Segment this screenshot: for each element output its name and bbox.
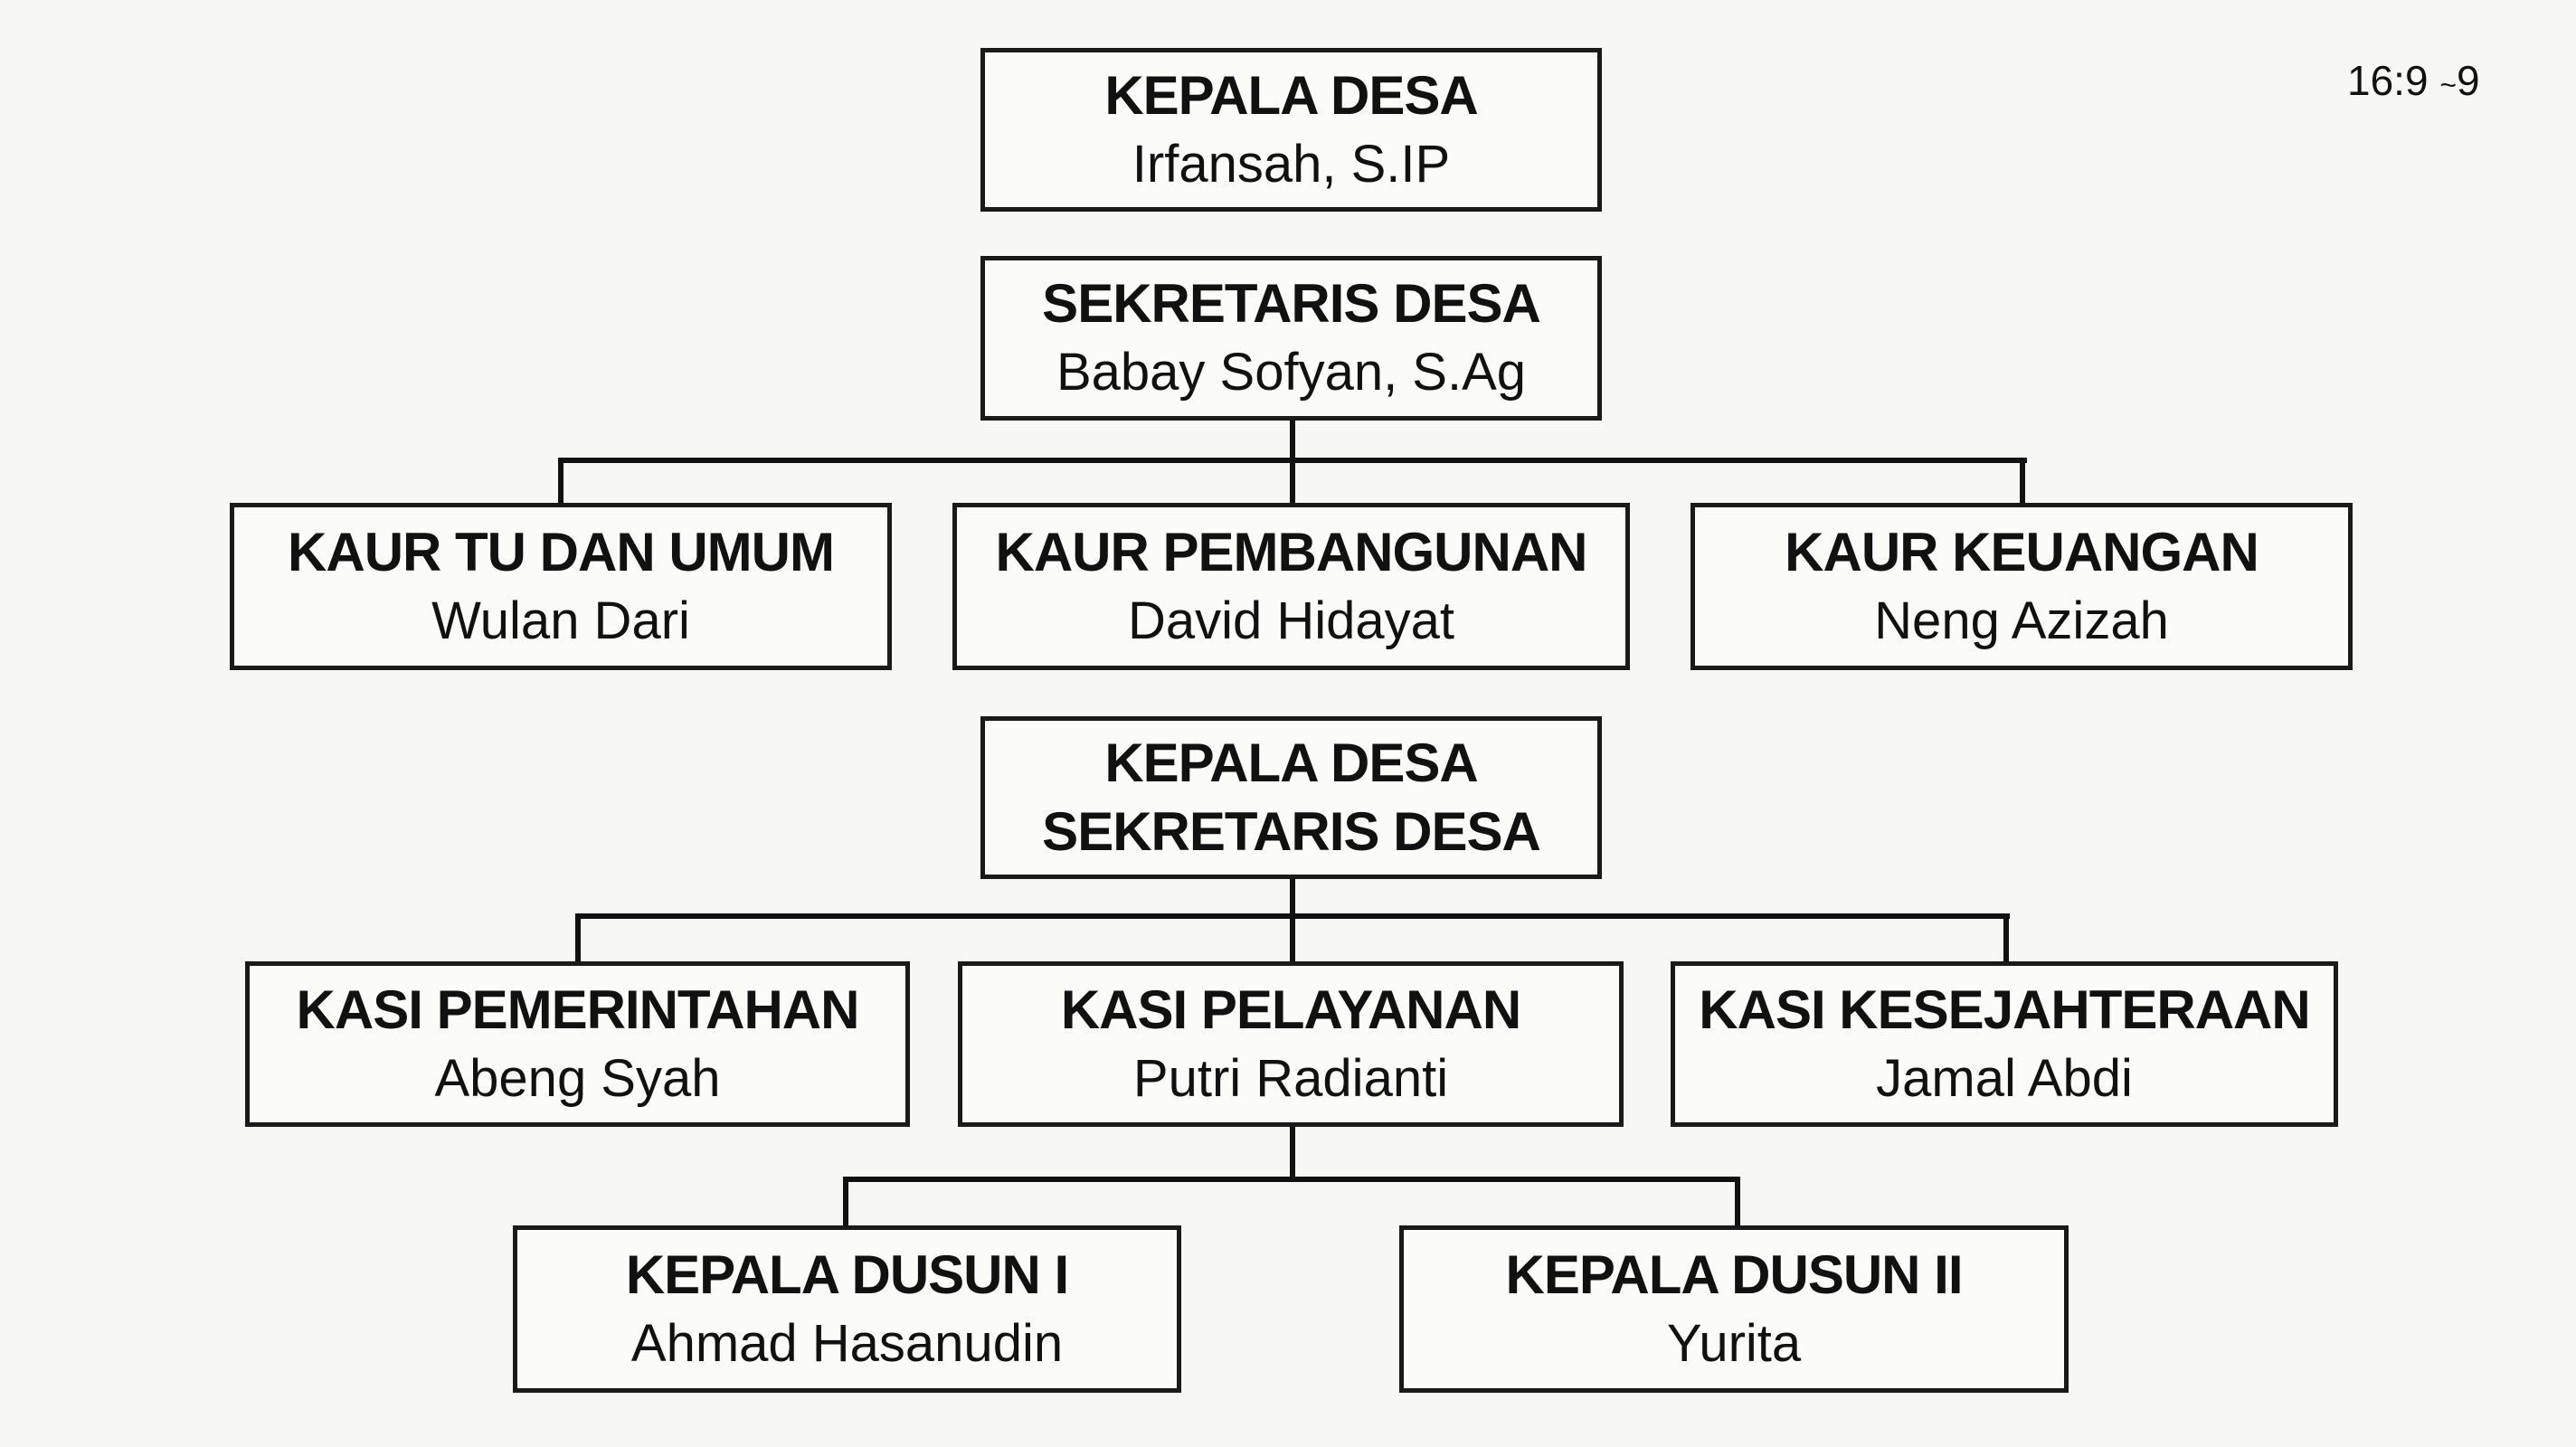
box-title: KASI KESEJAHTERAAN bbox=[1699, 979, 2310, 1040]
connector bbox=[843, 1177, 848, 1227]
box-title: KASI PELAYANAN bbox=[1060, 979, 1521, 1040]
ratio-end: 9 bbox=[2457, 57, 2480, 104]
box-kepala-dusun-2: KEPALA DUSUN II Yurita bbox=[1399, 1225, 2069, 1393]
box-sekretaris-desa: SEKRETARIS DESA Babay Sofyan, S.Ag bbox=[980, 256, 1602, 421]
connector bbox=[2003, 913, 2009, 963]
box-kepala-dusun-1: KEPALA DUSUN I Ahmad Hasanudin bbox=[513, 1225, 1181, 1393]
box-name: Jamal Abdi bbox=[1876, 1048, 2133, 1108]
box-title: KEPALA DESA bbox=[1104, 733, 1478, 793]
box-title: KEPALA DUSUN I bbox=[625, 1244, 1069, 1305]
connector bbox=[1290, 421, 1295, 462]
connector bbox=[1735, 1177, 1740, 1227]
box-kasi-pelayanan: KASI PELAYANAN Putri Radianti bbox=[958, 961, 1624, 1127]
box-title: KEPALA DUSUN II bbox=[1505, 1244, 1963, 1305]
box-name: Wulan Dari bbox=[431, 591, 690, 650]
box-name: Ahmad Hasanudin bbox=[630, 1313, 1064, 1373]
box-title: SEKRETARIS DESA bbox=[1042, 801, 1541, 862]
ratio-tilde: ~ bbox=[2439, 69, 2457, 101]
box-title: KAUR PEMBANGUNAN bbox=[995, 521, 1588, 582]
box-kaur-tu-umum: KAUR TU DAN UMUM Wulan Dari bbox=[230, 503, 892, 670]
connector bbox=[1290, 1125, 1295, 1181]
box-kaur-keuangan: KAUR KEUANGAN Neng Azizah bbox=[1690, 503, 2353, 670]
connector bbox=[1290, 458, 1295, 505]
connector bbox=[1290, 913, 1295, 963]
connector bbox=[2020, 458, 2025, 505]
box-kasi-pemerintahan: KASI PEMERINTAHAN Abeng Syah bbox=[245, 961, 910, 1127]
box-name: Abeng Syah bbox=[434, 1048, 721, 1108]
box-name: Babay Sofyan, S.Ag bbox=[1056, 343, 1527, 402]
box-kasi-kesejahteraan: KASI KESEJAHTERAAN Jamal Abdi bbox=[1671, 961, 2338, 1127]
box-title: SEKRETARIS DESA bbox=[1042, 273, 1541, 334]
box-name: Putri Radianti bbox=[1132, 1048, 1449, 1108]
box-title: KEPALA DESA bbox=[1104, 64, 1478, 126]
box-title: KASI PEMERINTAHAN bbox=[296, 979, 860, 1040]
connector bbox=[1290, 877, 1295, 918]
ratio-main: 16:9 bbox=[2347, 57, 2429, 104]
box-kaur-pembangunan: KAUR PEMBANGUNAN David Hidayat bbox=[952, 503, 1630, 670]
connector bbox=[558, 458, 564, 505]
box-kepala-desa: KEPALA DESA Irfansah, S.IP bbox=[980, 48, 1602, 212]
box-title: KAUR KEUANGAN bbox=[1785, 521, 2259, 582]
box-kepala-sekretaris: KEPALA DESA SEKRETARIS DESA bbox=[980, 716, 1602, 879]
box-name: David Hidayat bbox=[1127, 591, 1455, 650]
connector bbox=[843, 1177, 1740, 1182]
box-title: KAUR TU DAN UMUM bbox=[288, 521, 835, 582]
aspect-ratio-label: 16:9 ~9 bbox=[2347, 56, 2480, 105]
box-name: Yurita bbox=[1666, 1313, 1802, 1373]
box-name: Irfansah, S.IP bbox=[1132, 134, 1451, 194]
box-name: Neng Azizah bbox=[1874, 591, 2169, 650]
connector bbox=[575, 913, 581, 963]
